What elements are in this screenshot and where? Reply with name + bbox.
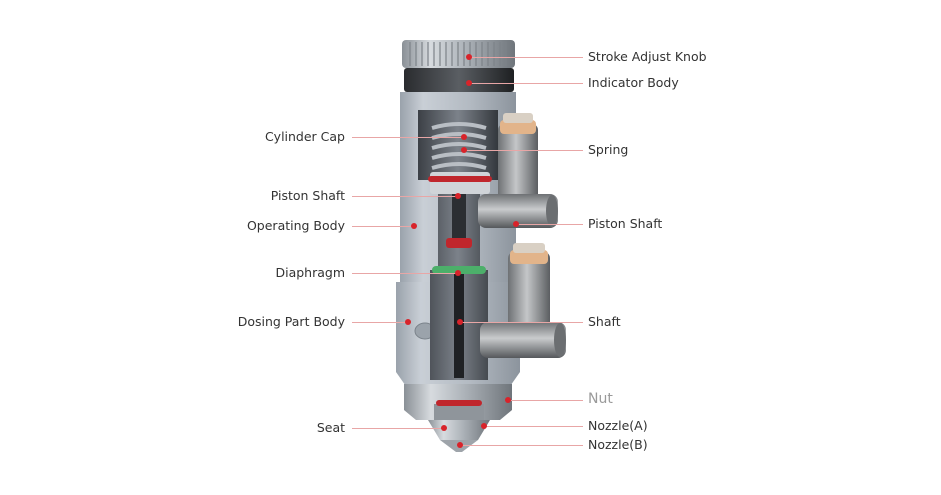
marker-operating-body [411,223,417,229]
label-nozzle-a: Nozzle(A) [588,418,648,433]
leader-spring [464,150,583,151]
label-indicator-body: Indicator Body [588,75,679,90]
label-diaphragm: Diaphragm [275,265,345,280]
label-piston-shaft-left: Piston Shaft [270,188,345,203]
leader-stroke-adjust-knob [469,57,583,58]
marker-nozzle-a [481,423,487,429]
leader-dosing-part-body [352,322,408,323]
indicator-body-shape [404,68,514,92]
marker-cylinder-cap [461,134,467,140]
marker-nut [505,397,511,403]
marker-piston-shaft-left [455,193,461,199]
leader-shaft [460,322,583,323]
label-stroke-adjust-knob: Stroke Adjust Knob [588,49,707,64]
marker-spring [461,147,467,153]
nozzle-a-shape [428,420,490,440]
marker-piston-shaft-right [513,221,519,227]
leader-indicator-body [469,83,583,84]
upper-air-fitting [478,113,558,228]
spring-shape [431,122,487,170]
marker-dosing-part-body [405,319,411,325]
shaft-shape [454,274,464,378]
label-operating-body: Operating Body [246,218,345,233]
marker-shaft [457,319,463,325]
leader-operating-body [352,226,414,227]
leader-cylinder-cap [352,137,464,138]
label-nozzle-b: Nozzle(B) [588,437,648,452]
leader-nut [508,400,583,401]
label-nut: Nut [588,391,613,407]
label-spring: Spring [588,142,629,157]
lower-air-fitting [480,243,566,358]
leader-nozzle-a [484,426,583,427]
label-seat: Seat [316,420,345,435]
piston-shaft-shape [452,194,466,244]
o-ring-upper [428,176,492,182]
marker-stroke-adjust-knob [466,54,472,60]
marker-seat [441,425,447,431]
leader-seat [352,428,444,429]
label-shaft: Shaft [588,314,621,329]
leader-nozzle-b [460,445,583,446]
marker-diaphragm [455,270,461,276]
leader-piston-shaft-right [516,224,583,225]
seat-shape [434,404,484,420]
leader-diaphragm [352,273,458,274]
marker-indicator-body [466,80,472,86]
stroke-adjust-knob-shape [402,40,515,68]
leader-piston-shaft-left [352,196,458,197]
label-dosing-part-body: Dosing Part Body [237,314,345,329]
label-cylinder-cap: Cylinder Cap [264,129,345,144]
marker-nozzle-b [457,442,463,448]
label-piston-shaft-right: Piston Shaft [588,216,663,231]
